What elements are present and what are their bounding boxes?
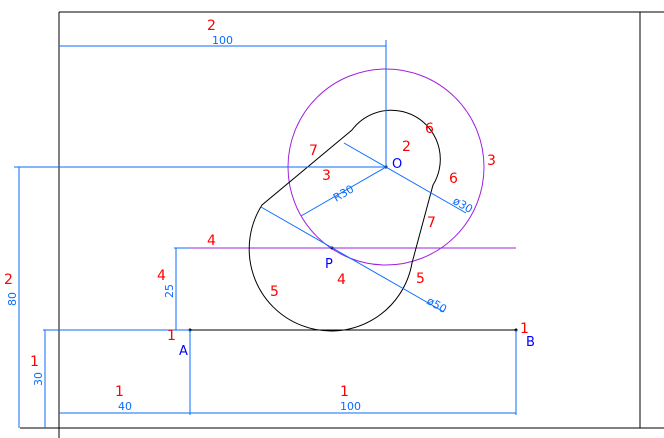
step-label: 5 xyxy=(416,271,425,287)
step-label: 6 xyxy=(449,171,458,187)
dim-dia30: ø30 xyxy=(451,194,475,216)
step-label: 4 xyxy=(157,268,166,284)
step-label: 4 xyxy=(207,233,216,249)
dim-100-top: 100 xyxy=(212,34,233,47)
dim-80: 80 xyxy=(6,292,19,306)
label-point-B: B xyxy=(526,335,535,350)
step-label: 4 xyxy=(337,272,346,288)
dim-dia50: ø50 xyxy=(425,294,449,316)
step-label: 7 xyxy=(309,143,318,159)
step-label: 3 xyxy=(487,153,496,169)
step-label: 1 xyxy=(30,354,39,370)
dim-30: 30 xyxy=(32,372,45,386)
drawing-frame xyxy=(20,11,664,438)
step-label: 6 xyxy=(425,121,434,137)
step-label: 2 xyxy=(402,139,411,155)
label-point-O: O xyxy=(392,157,402,172)
dim-40: 40 xyxy=(118,400,132,413)
cam-profile xyxy=(248,109,441,332)
step-label: 1 xyxy=(340,384,349,400)
step-label: 2 xyxy=(207,18,216,34)
dimension-lines xyxy=(14,40,517,428)
label-point-A: A xyxy=(179,344,188,359)
step-label: 3 xyxy=(322,168,331,184)
step-label: 1 xyxy=(167,328,176,344)
dim-25: 25 xyxy=(163,284,176,298)
label-point-P: P xyxy=(325,257,333,272)
dim-100-bottom: 100 xyxy=(340,400,361,413)
step-label: 1 xyxy=(115,384,124,400)
step-label: 5 xyxy=(270,284,279,300)
step-label: 1 xyxy=(520,321,529,337)
step-label: 7 xyxy=(427,215,436,231)
step-label: 2 xyxy=(4,272,13,288)
